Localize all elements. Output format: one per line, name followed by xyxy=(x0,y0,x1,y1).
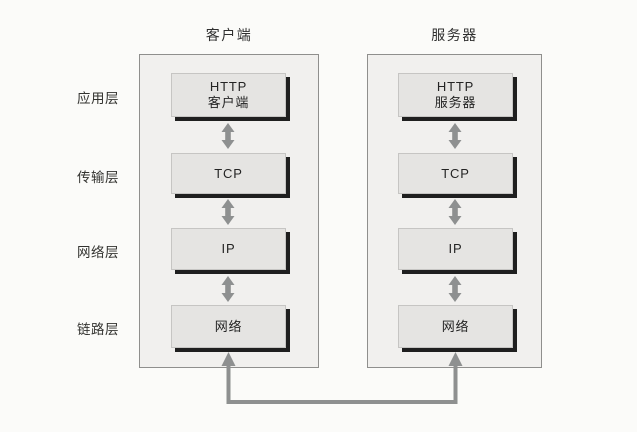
client-box-http: HTTP 客户端 xyxy=(171,73,286,117)
layer-label-network: 网络层 xyxy=(77,245,119,260)
client-box-network: 网络 xyxy=(171,305,286,348)
server-title: 服务器 xyxy=(431,27,478,43)
layer-label-transport: 传输层 xyxy=(77,170,119,185)
double-arrow-icon xyxy=(448,123,462,149)
server-box-network: 网络 xyxy=(398,305,513,348)
server-box-tcp: TCP xyxy=(398,153,513,194)
client-box-ip: IP xyxy=(171,228,286,270)
layer-label-link: 链路层 xyxy=(77,322,119,337)
double-arrow-icon xyxy=(221,276,235,302)
double-arrow-icon xyxy=(221,199,235,225)
server-box-http: HTTP 服务器 xyxy=(398,73,513,117)
server-box-ip: IP xyxy=(398,228,513,270)
double-arrow-icon xyxy=(448,199,462,225)
client-title: 客户端 xyxy=(205,27,253,43)
double-arrow-icon xyxy=(221,123,235,149)
client-box-tcp: TCP xyxy=(171,153,286,194)
layer-label-application: 应用层 xyxy=(77,91,119,106)
double-arrow-icon xyxy=(448,276,462,302)
